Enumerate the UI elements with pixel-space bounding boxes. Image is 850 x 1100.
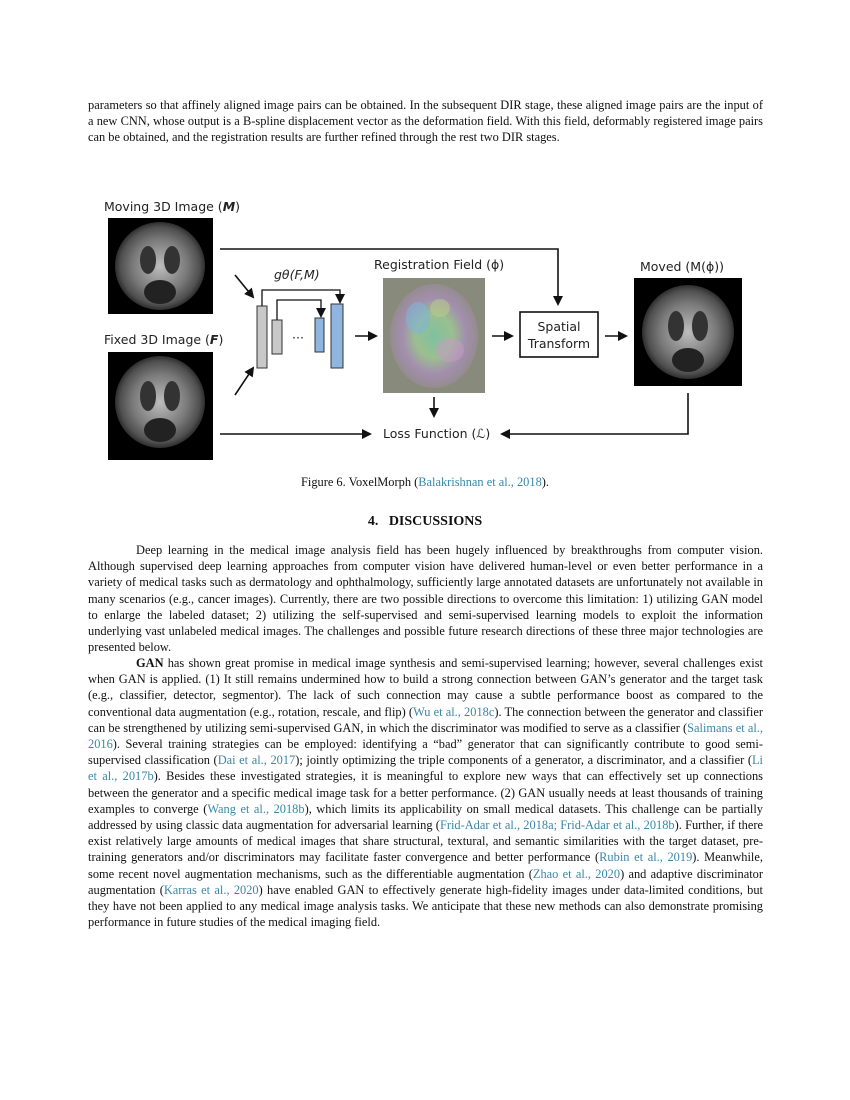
svg-text:Spatial: Spatial: [537, 319, 580, 334]
figure-caption: Figure 6. VoxelMorph (Balakrishnan et al…: [300, 475, 549, 489]
moving-brain-image: [108, 218, 213, 314]
section-heading: 4. DISCUSSIONS: [367, 514, 483, 529]
citation-link[interactable]: Frid-Adar et al., 2018a; Frid-Adar et al…: [439, 818, 675, 833]
gan-lead-term: GAN: [136, 656, 164, 670]
citation-link[interactable]: Wu et al., 2018c: [413, 704, 495, 719]
spatial-transform-box: Spatial Transform: [519, 311, 599, 358]
citation-link[interactable]: Rubin et al., 2019: [599, 850, 693, 865]
voxelmorph-figure: Moving 3D Image (M) Fixed 3D Image (F) g…: [104, 199, 742, 460]
loss-function-label: Loss Function (ℒ): [383, 426, 490, 441]
moved-image-label: Moved (M(ϕ)): [640, 259, 724, 274]
moving-to-network-arrow: [234, 274, 255, 299]
citation-link[interactable]: Li et al., 2017b: [88, 753, 763, 784]
citation-link[interactable]: Zhao et al., 2020: [532, 866, 621, 881]
cnn-network-diagram: ···: [256, 289, 345, 369]
moved-to-loss-arrow: [500, 393, 689, 439]
moving-to-transform-arrow: [220, 248, 563, 306]
network-label: gθ(F,M): [274, 267, 320, 282]
fixed-brain-image: [108, 352, 213, 460]
discussion-paragraph-2: GAN has shown great promise in medical i…: [88, 656, 763, 930]
moving-image-label: Moving 3D Image (M): [104, 199, 240, 214]
registration-field-image: [383, 278, 485, 393]
intro-paragraph: parameters so that affinely aligned imag…: [88, 98, 763, 145]
registration-field-label: Registration Field (ϕ): [374, 257, 504, 272]
caption-citation-link[interactable]: Balakrishnan et al., 2018: [418, 475, 542, 489]
svg-text:···: ···: [292, 330, 304, 345]
citation-link[interactable]: Wang et al., 2018b: [207, 801, 305, 816]
discussion-paragraph-1: Deep learning in the medical image analy…: [88, 543, 763, 655]
svg-text:Transform: Transform: [527, 336, 590, 351]
fixed-to-network-arrow: [234, 366, 255, 396]
citation-link[interactable]: Karras et al., 2020: [163, 882, 259, 897]
fixed-image-label: Fixed 3D Image (F): [104, 332, 223, 347]
moved-brain-image: [634, 278, 742, 386]
citation-link[interactable]: Salimans et al., 2016: [88, 720, 763, 752]
citation-link[interactable]: Dai et al., 2017: [217, 753, 296, 768]
